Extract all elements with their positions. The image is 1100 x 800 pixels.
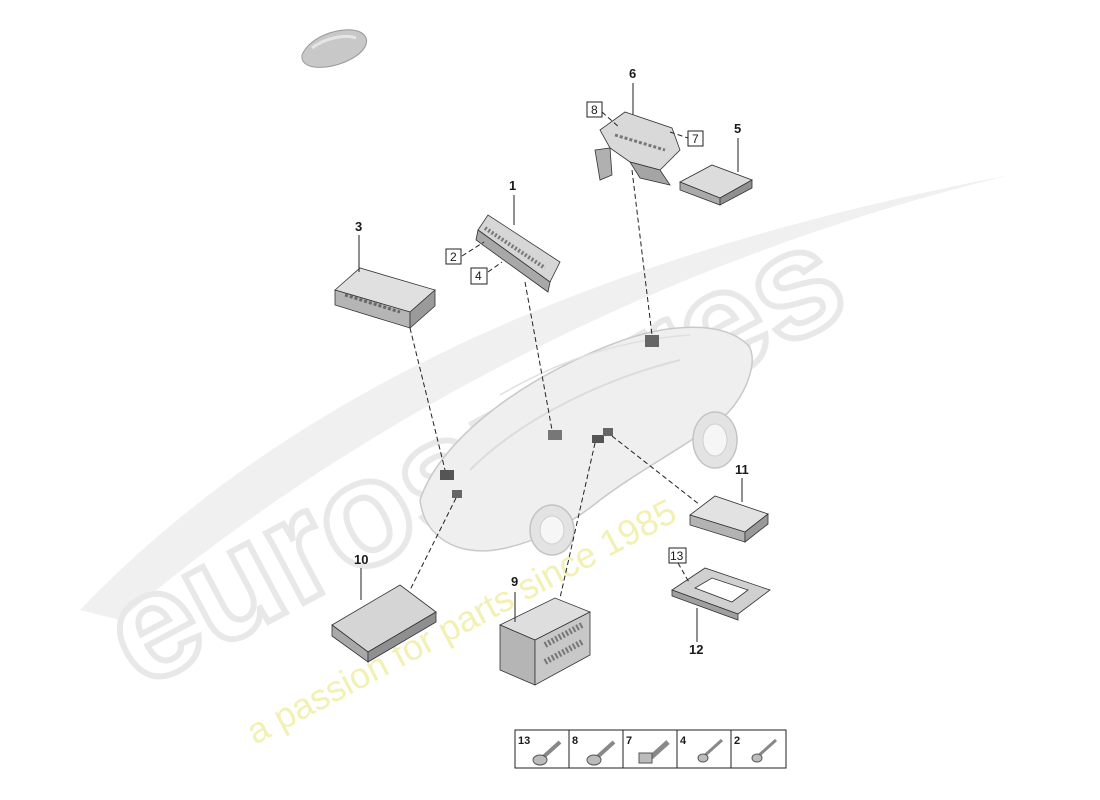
- callout-5: 5: [734, 121, 741, 136]
- callout-3: 3: [355, 219, 362, 234]
- part-9-control-module: [499, 597, 591, 686]
- callout-box-7: [687, 130, 704, 147]
- callout-box-2: [445, 248, 462, 265]
- dash-line-2: [461, 241, 485, 257]
- callout-4: 4: [475, 269, 482, 283]
- callout-6: 6: [629, 66, 636, 81]
- fastener-label-4: 4: [680, 735, 687, 747]
- part-10-module: [331, 584, 437, 663]
- callout-box-13: [668, 547, 687, 564]
- callout-9: 9: [511, 574, 518, 589]
- callout-13: 13: [670, 549, 684, 563]
- dash-line-7: [669, 131, 689, 139]
- bolt-13-icon: [532, 740, 562, 766]
- car-thumbnail: [301, 29, 368, 68]
- callout-box-4: [470, 267, 488, 285]
- fastener-label-13: 13: [518, 735, 530, 747]
- dash-line-13: [677, 562, 691, 585]
- dash-line-9: [559, 442, 596, 599]
- mount-point-1: [548, 430, 562, 440]
- fastener-strip: 13 8 7 4 2: [514, 729, 787, 769]
- dash-line-1: [524, 281, 553, 431]
- callout-11: 11: [735, 462, 749, 477]
- bolt-8-icon: [586, 740, 616, 766]
- dash-line-3: [409, 327, 446, 471]
- watermark-swoosh: [80, 175, 1010, 620]
- part-5-flat-box: [679, 164, 753, 206]
- callout-8: 8: [591, 103, 598, 117]
- car-body: [419, 326, 753, 556]
- mount-point-10: [452, 490, 462, 498]
- callout-box-8: [586, 101, 603, 118]
- mount-point-3: [440, 470, 454, 480]
- bolt-4-icon: [697, 738, 724, 763]
- mount-point-9: [592, 435, 604, 443]
- mount-point-11: [603, 428, 613, 436]
- dash-line-11: [611, 435, 701, 506]
- fastener-label-8: 8: [572, 735, 578, 747]
- part-1-control-unit: [475, 214, 561, 293]
- dash-line-8: [601, 111, 621, 129]
- part-11-receiver: [689, 495, 769, 543]
- dash-line-6: [631, 169, 653, 336]
- fastener-label-7: 7: [626, 735, 632, 747]
- dash-line-4: [487, 261, 503, 273]
- part-6-bracket-unit: [594, 111, 681, 186]
- callout-7: 7: [692, 132, 699, 146]
- bolt-2-icon: [751, 738, 778, 763]
- callout-10: 10: [354, 552, 368, 567]
- mount-point-6: [645, 335, 659, 347]
- callout-2: 2: [450, 250, 457, 264]
- callout-1: 1: [509, 178, 516, 193]
- part-3-module: [334, 267, 436, 329]
- callout-12: 12: [689, 642, 703, 657]
- dash-line-10: [409, 497, 457, 591]
- part-12-bracket: [671, 567, 771, 621]
- fastener-label-2: 2: [734, 735, 740, 747]
- bolt-7-icon: [638, 740, 670, 764]
